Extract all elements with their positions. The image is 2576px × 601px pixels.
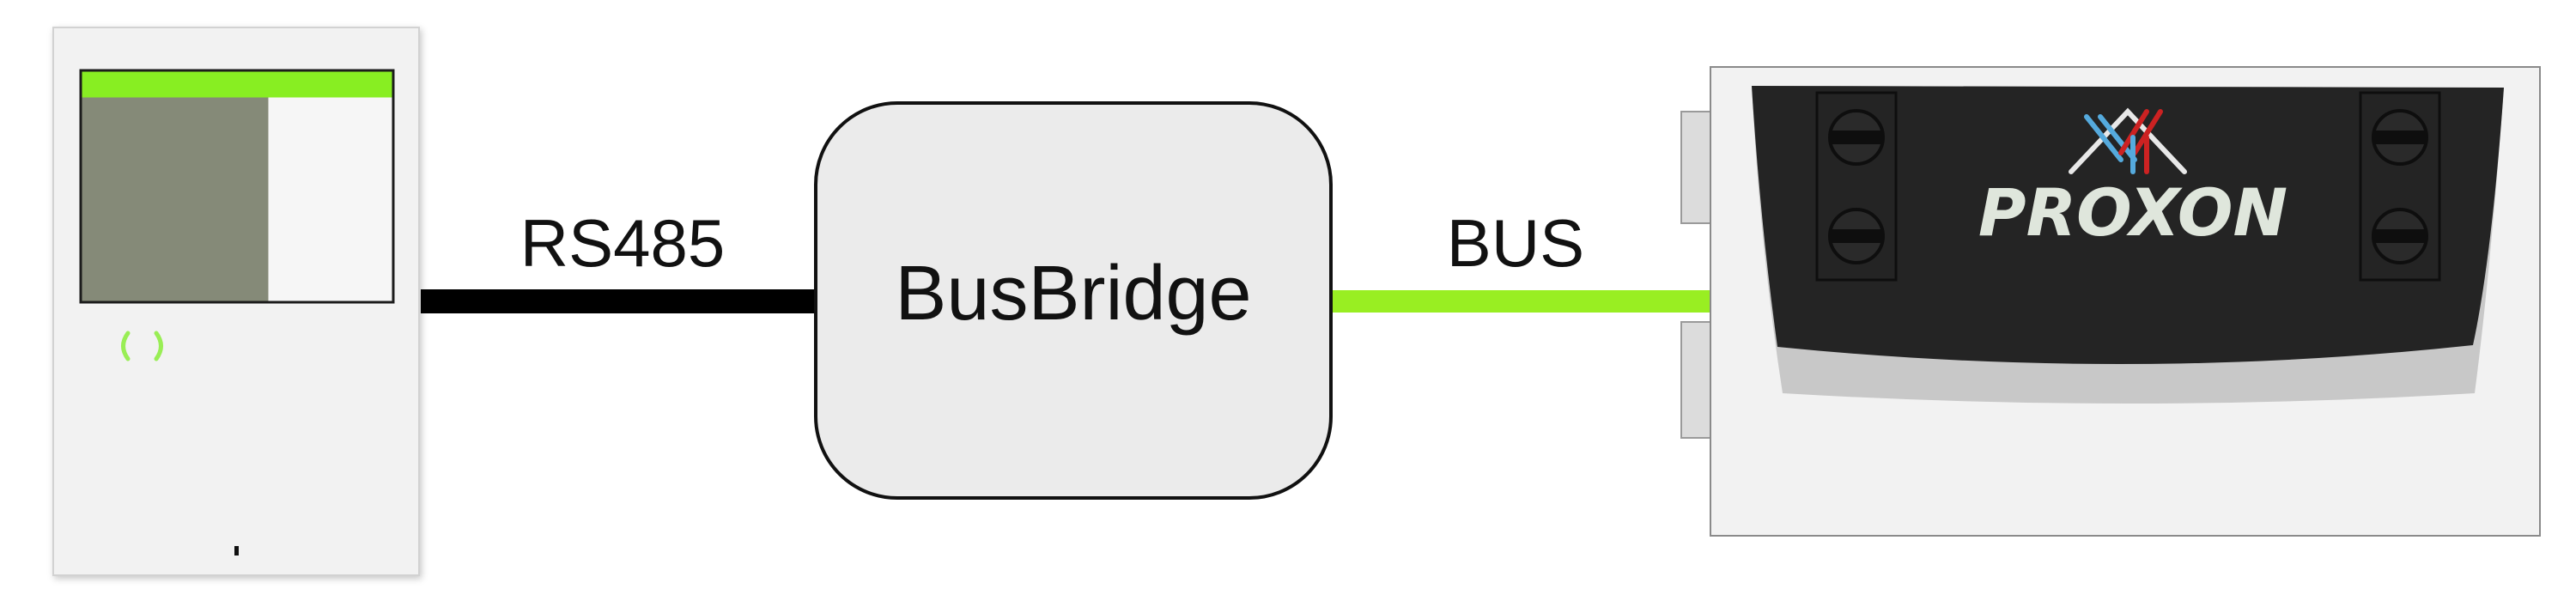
unit-latch-right (2359, 91, 2441, 282)
bus-line (1331, 290, 1717, 313)
proxon-logo-icon (2069, 107, 2187, 174)
busbridge-box (814, 101, 1333, 500)
ventilation-unit: PROXON (1680, 66, 2541, 537)
control-panel (52, 27, 420, 576)
proxon-brand-text: PROXON (1978, 174, 2287, 251)
bus-label: BUS (1447, 205, 1584, 281)
unit-front-panel (1752, 86, 2504, 365)
rs485-line (421, 289, 816, 313)
control-panel-screen-display (82, 97, 269, 301)
busbridge-label: BusBridge (895, 251, 1251, 337)
control-panel-sensor-dot (234, 546, 239, 555)
wireless-indicator-icon (121, 331, 163, 361)
unit-latch-left (1815, 91, 1898, 282)
rs485-label: RS485 (520, 205, 726, 281)
control-panel-screen-header (82, 71, 392, 98)
busbridge-node: BusBridge (814, 101, 1333, 500)
